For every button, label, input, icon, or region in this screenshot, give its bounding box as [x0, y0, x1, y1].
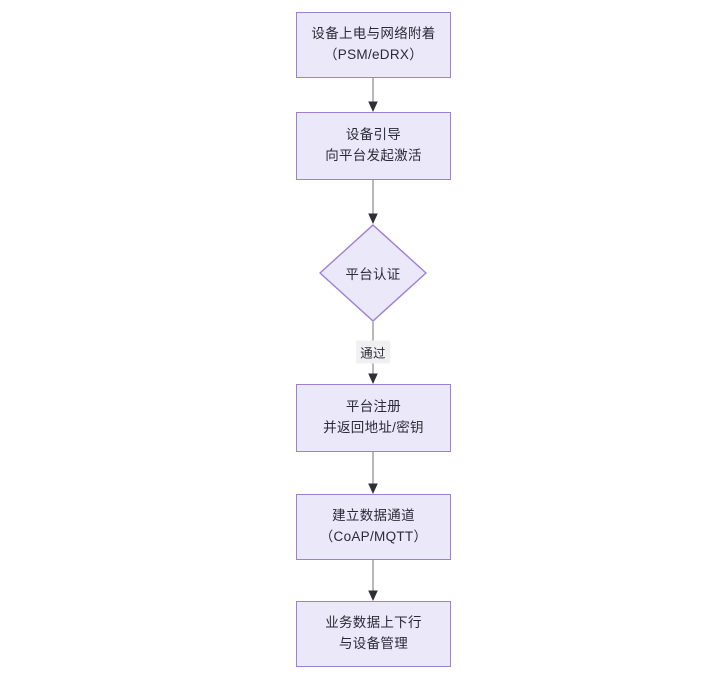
- node-line: （CoAP/MQTT）: [319, 529, 428, 544]
- node-line: 平台注册: [345, 399, 402, 415]
- node-line: 与设备管理: [339, 636, 408, 651]
- diamond-shape: [319, 224, 427, 322]
- edge-n1-n2: [368, 78, 378, 112]
- edge-n2-n3: [368, 180, 378, 224]
- node-establish-data-channel[interactable]: 建立数据通道 （CoAP/MQTT）: [296, 494, 451, 560]
- edge-n4-n5: [368, 452, 378, 494]
- node-platform-authentication[interactable]: 平台认证: [319, 224, 427, 322]
- edge-label-pass: 通过: [356, 340, 390, 364]
- node-platform-registration[interactable]: 平台注册 并返回地址/密钥: [296, 384, 451, 452]
- node-line: 并返回地址/密钥: [323, 420, 424, 435]
- node-line: （PSM/eDRX）: [323, 47, 424, 62]
- node-line: 业务数据上下行: [325, 615, 422, 631]
- edge-n5-n6: [368, 560, 378, 601]
- node-line: 平台认证: [345, 267, 401, 282]
- node-business-data-and-device-management[interactable]: 业务数据上下行 与设备管理: [296, 601, 451, 667]
- node-line: 设备引导: [345, 127, 402, 143]
- node-device-power-on[interactable]: 设备上电与网络附着 （PSM/eDRX）: [296, 12, 451, 78]
- node-line: 建立数据通道: [332, 508, 415, 524]
- node-device-bootstrap[interactable]: 设备引导 向平台发起激活: [296, 112, 451, 180]
- node-line: 设备上电与网络附着: [311, 26, 436, 42]
- node-line: 向平台发起激活: [325, 148, 422, 163]
